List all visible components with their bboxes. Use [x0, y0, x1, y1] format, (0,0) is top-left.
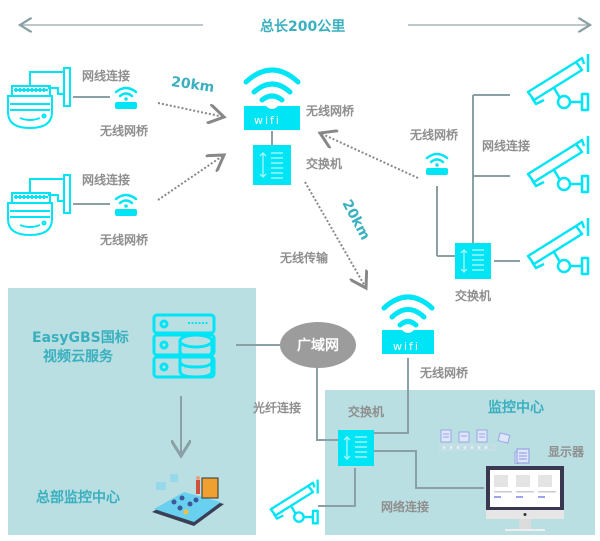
switch-icon: [253, 145, 291, 185]
bullet-camera-icon: [269, 479, 319, 525]
wireless-transmission-label: 无线传输: [280, 251, 329, 265]
wireless-bridge-icon: [425, 152, 449, 175]
document-icon: [516, 448, 530, 464]
central-bridge-label: 无线网桥: [306, 104, 355, 118]
bullet-camera-icon: [526, 218, 590, 276]
right-cable-label: 网线连接: [482, 139, 531, 153]
network-connection-label: 网络连接: [381, 500, 430, 514]
central-wifi-text: wifi: [254, 114, 281, 127]
fiber-line: [316, 368, 338, 441]
wan-cloud: 广域网: [280, 322, 356, 368]
bridge-to-switch: [373, 358, 409, 434]
switch-icon: [455, 243, 491, 279]
wireless-bridge-icon: [114, 193, 138, 216]
lower-wifi-text: wifi: [393, 340, 420, 353]
total-length-label: 总长200公里: [260, 19, 346, 35]
right-bridge-label: 无线网桥: [410, 128, 459, 142]
wireless-bridge-icon: [114, 86, 138, 109]
right-switch-label: 交换机: [455, 289, 492, 303]
lower-bridge-label: 无线网桥: [420, 366, 469, 380]
switch-to-camera: [318, 468, 356, 507]
service-title-line1: EasyGBS国标: [32, 330, 129, 346]
monitor-display-icon: [486, 466, 564, 531]
switch-icon: [338, 430, 374, 466]
wifi-router-icon: [243, 67, 301, 130]
dome-camera-icon: [7, 174, 71, 237]
monitoring-center-illustration: [152, 474, 224, 526]
bullet-camera-icon: [526, 136, 590, 194]
switch-to-monitor: [373, 450, 484, 489]
left-cable-label-2: 网线连接: [82, 173, 131, 187]
left-bridge-label-1: 无线网桥: [100, 124, 149, 138]
wireless-link-down: [304, 181, 366, 288]
server-database-icon: [152, 313, 216, 379]
wireless-link-right: [320, 133, 419, 179]
wifi-router-icon: [381, 294, 435, 354]
hq-center-title: 总部监控中心: [36, 490, 120, 506]
wireless-link-left-1: [157, 102, 224, 117]
dome-camera-icon: [7, 67, 71, 130]
bullet-camera-icon: [526, 54, 590, 112]
monitor-center-title: 监控中心: [488, 400, 544, 416]
left-cable-label-1: 网线连接: [82, 69, 131, 83]
left-bridge-label-2: 无线网桥: [100, 233, 149, 247]
display-label: 显示器: [548, 445, 585, 459]
fiber-label: 光纤连接: [253, 401, 302, 415]
service-title-line2: 视频云服务: [43, 349, 113, 365]
wireless-link-left-2: [157, 155, 224, 201]
document-queue-icon: [439, 429, 519, 464]
central-switch-label: 交换机: [306, 157, 343, 171]
monitor-switch-label: 交换机: [348, 405, 385, 419]
